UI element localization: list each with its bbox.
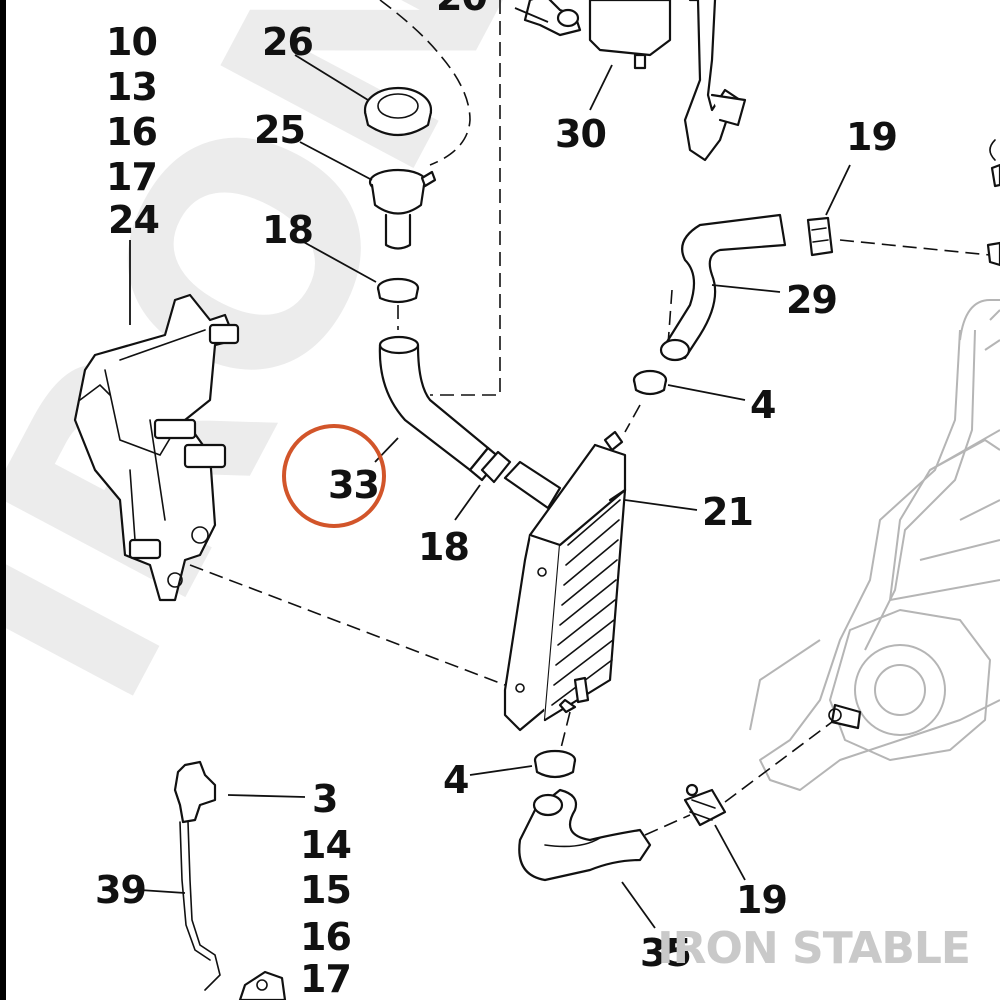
assembly-lines <box>189 0 991 836</box>
brand-mark: IRON STABLE <box>657 923 971 974</box>
label-4-upper: 4 <box>750 383 775 427</box>
label-30: 30 <box>555 112 606 156</box>
label-15: 15 <box>300 868 351 912</box>
label-17: 17 <box>106 155 157 199</box>
radiator <box>503 430 627 732</box>
label-19-upper: 19 <box>846 115 897 159</box>
hose-35 <box>518 788 652 882</box>
label-16-lower: 16 <box>300 915 351 959</box>
label-39: 39 <box>95 868 146 912</box>
label-35: 35 <box>640 931 691 975</box>
hose-clamp-lower <box>480 450 562 510</box>
label-17-lower: 17 <box>300 957 351 1000</box>
label-13: 13 <box>106 65 157 109</box>
hose-33 <box>378 335 502 482</box>
label-24: 24 <box>108 198 159 242</box>
hose-clip-19-upper <box>806 216 834 257</box>
leader-lines <box>129 7 851 929</box>
label-29: 29 <box>786 278 837 322</box>
label-25: 25 <box>254 108 305 152</box>
label-10: 10 <box>106 20 157 64</box>
pump-outlet <box>828 703 862 730</box>
hose-clamp-4-lower <box>533 749 577 779</box>
label-16: 16 <box>106 110 157 154</box>
label-19-lower: 19 <box>736 878 787 922</box>
callout-labels: 10 13 16 17 24 26 25 18 20 30 19 29 4 21… <box>95 0 898 1001</box>
label-14: 14 <box>300 823 351 867</box>
label-4-lower: 4 <box>443 758 468 802</box>
hose-clamp-4-upper <box>632 369 668 396</box>
label-33: 33 <box>328 463 379 507</box>
label-18-lower: 18 <box>418 525 469 569</box>
hose-clamp-upper <box>376 277 420 304</box>
fan-shroud <box>73 293 240 602</box>
radiator-cap <box>363 86 433 136</box>
temperature-sensor-harness <box>173 760 287 1002</box>
hose-29 <box>659 213 787 362</box>
hose-clip-19-lower <box>683 783 727 827</box>
label-18-upper: 18 <box>262 208 313 252</box>
left-edge-bar <box>0 0 6 1000</box>
frame-engine-ghost <box>749 299 1000 791</box>
label-3: 3 <box>312 777 337 821</box>
highlight-circle <box>282 424 386 528</box>
coolant-reservoir <box>523 0 747 162</box>
right-fittings <box>986 139 1000 267</box>
label-21: 21 <box>702 490 753 534</box>
filler-neck <box>368 168 437 250</box>
label-26: 26 <box>262 20 313 64</box>
label-20: 20 <box>436 0 487 19</box>
